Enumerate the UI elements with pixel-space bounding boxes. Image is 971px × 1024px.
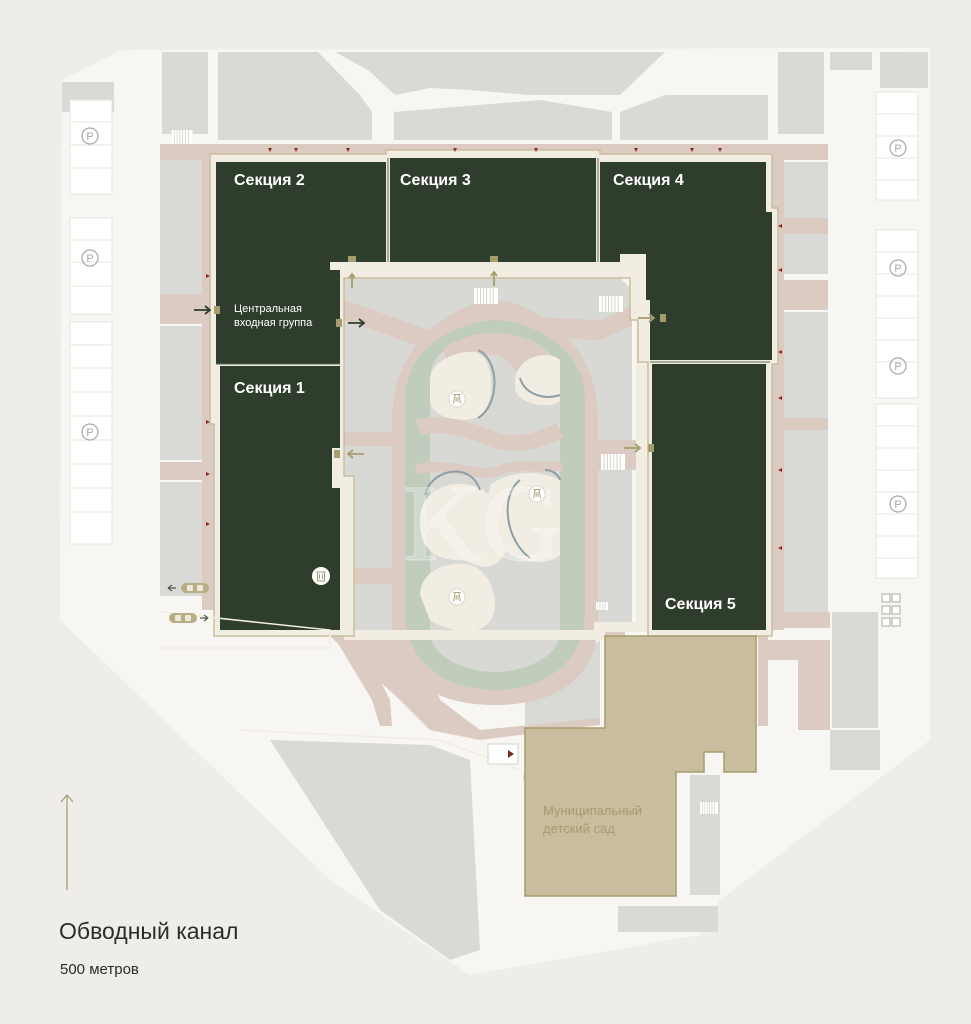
entrance-arrow-icon — [346, 270, 656, 459]
playground-zone — [420, 483, 509, 567]
building-section-3 — [390, 158, 596, 262]
section-3-label: Секция 3 — [400, 172, 471, 189]
stairs-icon — [700, 801, 718, 815]
entrance-markers — [206, 148, 782, 550]
stairs-icon — [170, 130, 194, 144]
entry-gate — [487, 743, 519, 765]
building-section-5 — [652, 364, 766, 630]
car-icon — [181, 583, 209, 593]
building-section-1 — [220, 366, 340, 630]
kindergarten-line-2: детский сад — [543, 821, 615, 836]
central-entrance-label: Центральная входная группа — [234, 302, 312, 330]
utility-boxes — [881, 593, 901, 627]
car-icon — [169, 613, 197, 623]
kindergarten-building — [524, 635, 757, 897]
trash-bin-icon — [311, 566, 331, 586]
building-section-4 — [600, 162, 772, 360]
section-2-label: Секция 2 — [234, 172, 305, 189]
canal-title: Обводный канал — [59, 918, 239, 944]
stairs-icon — [596, 601, 608, 611]
parking-left — [69, 99, 113, 545]
watermark-logo: KG — [403, 462, 562, 584]
lawns — [62, 52, 928, 960]
central-entrance-line-1: Центральная — [234, 303, 302, 315]
stairs-icon — [600, 454, 626, 470]
kindergarten-line-1: Муниципальный — [543, 803, 643, 818]
central-entrance-line-2: входная группа — [234, 317, 313, 329]
section-4-label: Секция 4 — [613, 172, 684, 189]
building-section-2 — [216, 162, 386, 364]
section-1-label: Секция 1 — [234, 380, 305, 397]
playground-zone — [430, 351, 492, 420]
kindergarten-label: Муниципальный детский сад — [543, 802, 642, 838]
entrance-arrow-icon — [194, 305, 366, 328]
playground-icon — [528, 485, 546, 503]
buildings-outline — [209, 149, 779, 637]
playground-icon — [448, 390, 466, 408]
playground-icon — [448, 588, 466, 606]
section-5-label: Секция 5 — [665, 596, 736, 613]
canal-distance: 500 метров — [60, 961, 139, 978]
stairs-icon — [598, 296, 624, 312]
building-sections — [216, 158, 772, 630]
north-arrow-icon — [60, 794, 74, 890]
stairs-icon — [474, 287, 498, 305]
